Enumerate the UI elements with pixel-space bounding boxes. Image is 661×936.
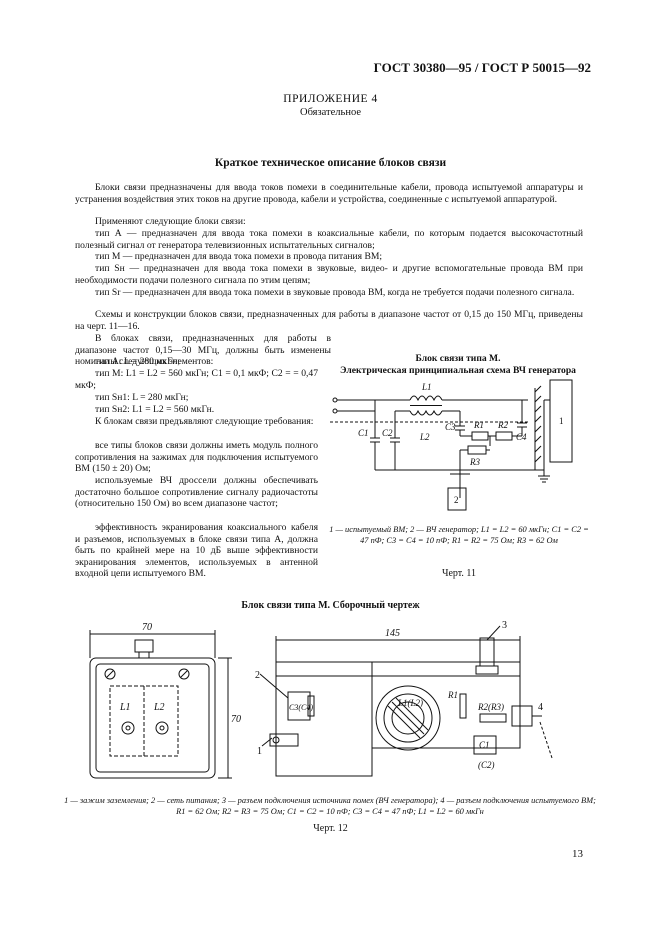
dim-height-70: 70 <box>231 714 241 725</box>
assembly-caption: 1 — зажим заземления; 2 — сеть питания; … <box>64 796 596 816</box>
label-l1l2-side: L1(L2) <box>397 698 423 708</box>
label-device-1: 1 <box>559 416 564 426</box>
appendix-subtitle: Обязательное <box>300 107 361 118</box>
label-part-1: 1 <box>257 746 262 757</box>
paragraph: тип А — предназначен для ввода тока поме… <box>75 228 583 251</box>
paragraph: тип Sн2: L1 = L2 = 560 мкГн. <box>95 404 215 415</box>
label-l1: L1 <box>421 382 432 392</box>
assembly-title: Блок связи типа М. Сборочный чертеж <box>241 600 420 611</box>
dim-width-70: 70 <box>142 622 152 633</box>
circuit-schematic: C1 C2 L1 L2 C3 R1 R2 C4 R3 1 2 <box>330 379 573 511</box>
label-l2: L2 <box>419 432 430 442</box>
label-device-2: 2 <box>454 495 459 505</box>
paragraph: эффективность экранирования коаксиальног… <box>75 522 318 580</box>
label-c2-side: (C2) <box>478 760 495 770</box>
label-c4: C4 <box>516 432 527 442</box>
label-l1-front: L1 <box>119 702 131 713</box>
assembly-drawing: 70 L1 L2 70 145 L1(L2) 3 C3(C4) 2 1 R1 R… <box>89 620 553 779</box>
paragraph: В блоках связи, предназначенных для рабо… <box>75 333 331 368</box>
label-l2-front: L2 <box>153 702 165 713</box>
label-r2: R2 <box>497 420 508 430</box>
paragraph: Схемы и конструкции блоков связи, предна… <box>75 309 583 332</box>
label-part-2: 2 <box>255 670 260 681</box>
label-r1: R1 <box>473 420 484 430</box>
label-part-4: 4 <box>538 702 543 713</box>
schematic-caption: 1 — испытуемый ВМ; 2 — ВЧ генератор; L1 … <box>329 525 589 545</box>
page-number: 13 <box>572 848 583 860</box>
figure-label-11: Черт. 11 <box>441 568 477 579</box>
label-c1-side: C1 <box>479 740 490 750</box>
label-part-3: 3 <box>502 620 507 631</box>
label-r2r3-side: R2(R3) <box>477 702 504 712</box>
label-c1: C1 <box>358 428 369 438</box>
appendix-title: ПРИЛОЖЕНИЕ 4 <box>283 93 378 105</box>
paragraph: все типы блоков связи должны иметь модул… <box>75 440 318 475</box>
paragraph: тип М: L1 = L2 = 560 мкГн; C1 = 0,1 мкФ;… <box>75 368 318 391</box>
figure-label-12: Черт. 12 <box>313 823 348 834</box>
paragraph: используемые ВЧ дроссели должны обеспечи… <box>75 475 318 510</box>
paragraph: тип Sн1: L = 280 мкГн; <box>95 392 189 403</box>
label-r1-side: R1 <box>447 690 458 700</box>
section-title: Краткое техническое описание блоков связ… <box>214 157 447 169</box>
dim-length-145: 145 <box>385 628 400 639</box>
paragraph: тип А: L = 280 мкГн; <box>95 356 181 367</box>
paragraph: Блоки связи предназначены для ввода токо… <box>75 182 583 205</box>
label-r3: R3 <box>469 457 480 467</box>
running-header: ГОСТ 30380—95 / ГОСТ Р 50015—92 <box>373 60 591 75</box>
schematic-title: Блок связи типа М. Электрическая принцип… <box>340 353 576 376</box>
label-c2: C2 <box>382 428 393 438</box>
paragraph: тип Sн — предназначен для ввода тока пом… <box>75 263 583 286</box>
paragraph: К блокам связи предъявляют следующие тре… <box>95 416 314 427</box>
label-c3c4-side: C3(C4) <box>289 703 313 712</box>
paragraph: Применяют следующие блоки связи: <box>95 216 246 227</box>
paragraph: тип М — предназначен для ввода тока поме… <box>95 251 383 262</box>
paragraph: тип Sr — предназначен для ввода тока пом… <box>95 287 575 298</box>
label-c3: C3 <box>445 422 456 432</box>
